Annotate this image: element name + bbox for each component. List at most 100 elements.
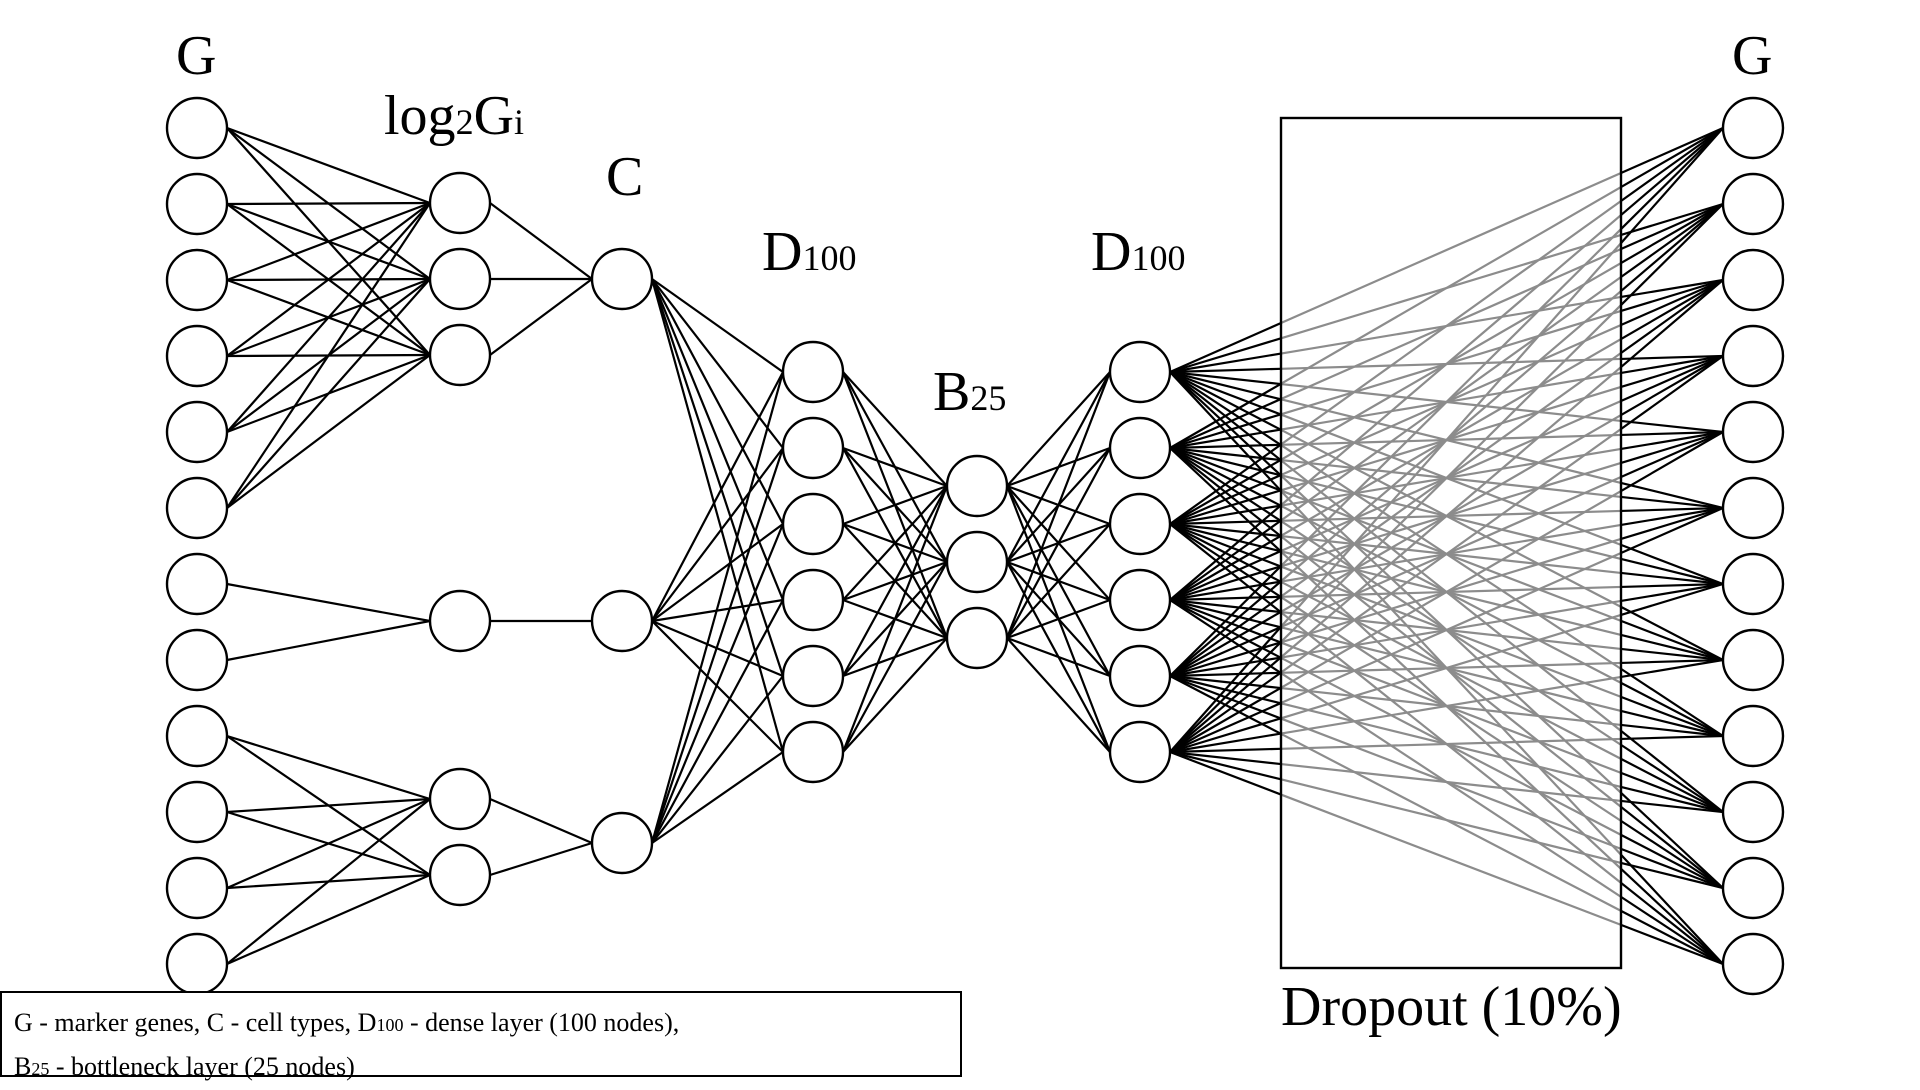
edge-input-log <box>226 797 431 890</box>
dense2-node <box>1108 568 1172 632</box>
edge-c-dense1 <box>650 523 785 844</box>
edge-log-c <box>489 202 593 280</box>
output-gene-node <box>1721 476 1785 540</box>
edge-dense2-output <box>1620 126 1724 175</box>
output-gene-node <box>1721 324 1785 388</box>
output-gene-node <box>1721 400 1785 464</box>
edge-dense2-output <box>1169 580 1282 677</box>
output-gene-node <box>1721 628 1785 692</box>
legend-line-1: G - marker genes, C - cell types, D100 -… <box>14 1008 680 1037</box>
edge-dropout <box>1280 295 1622 355</box>
edge-dense2-output <box>1169 747 1282 754</box>
edge-dense2-output <box>1620 202 1724 251</box>
edge-dense2-output <box>1620 881 1724 965</box>
edge-dense2-output <box>1620 667 1724 737</box>
edge-log-c <box>489 278 593 356</box>
edge-input-log <box>226 202 431 433</box>
edge-dense2-output <box>1169 550 1282 602</box>
edge-dense2-output <box>1620 709 1724 738</box>
edge-input-log <box>226 202 431 509</box>
edge-input-log <box>226 797 431 814</box>
edge-c-dense1 <box>651 751 784 844</box>
edge-dropout <box>1280 447 1622 507</box>
edge-dense2-output <box>1620 127 1724 230</box>
edge-input-log <box>226 798 431 965</box>
edge-c-dense1 <box>651 371 784 622</box>
input-gene-node <box>165 552 229 616</box>
dense1-node <box>781 644 845 708</box>
dense2-node <box>1108 720 1172 784</box>
edge-dense2-output <box>1169 598 1282 629</box>
edge-dropout <box>1280 610 1622 651</box>
edge-dense2-output <box>1169 626 1282 753</box>
edge-log-c <box>489 841 593 877</box>
edge-dense2-output <box>1169 428 1282 450</box>
dense1-node <box>781 568 845 632</box>
edge-c-dense1 <box>651 447 784 622</box>
edge-dense2-output <box>1169 641 1282 753</box>
edge-dense2-output <box>1620 506 1724 513</box>
output-gene-node <box>1721 172 1785 236</box>
input-gene-node <box>165 704 229 768</box>
edge-dropout <box>1280 504 1622 684</box>
edge-dense2-output <box>1620 582 1724 589</box>
edge-dropout <box>1280 474 1622 560</box>
edge-dense2-output <box>1620 495 1724 510</box>
edge-c-dense1 <box>650 278 785 677</box>
edge-dropout <box>1280 599 1622 659</box>
edge-input-log <box>226 734 431 801</box>
input-gene-node <box>165 400 229 464</box>
edge-dense2-output <box>1620 757 1724 813</box>
cell-type-node <box>590 247 654 311</box>
log-node <box>428 589 492 653</box>
log-node <box>428 767 492 831</box>
edge-dense2-output <box>1620 354 1724 375</box>
edge-c-dense1 <box>651 278 784 373</box>
edge-dense2-output <box>1169 474 1282 526</box>
edge-dense2-output <box>1169 750 1282 796</box>
edge-dropout <box>1280 371 1622 431</box>
edge-dense2-output <box>1620 203 1724 306</box>
dense1-node <box>781 340 845 404</box>
dense1-node <box>781 492 845 556</box>
edge-dense2-output <box>1620 430 1724 451</box>
edge-dense2-output <box>1620 279 1724 340</box>
edge-dropout <box>1280 304 1622 643</box>
edge-dense2-output <box>1169 610 1282 677</box>
edge-dense2-output <box>1169 565 1282 602</box>
edge-dropout <box>1280 778 1622 864</box>
edge-dense2-output <box>1620 923 1724 966</box>
edge-dense2-output <box>1620 868 1724 965</box>
input-gene-node <box>165 96 229 160</box>
edge-dropout <box>1280 509 1622 522</box>
edge-dense2-output <box>1620 895 1724 965</box>
dense1-node <box>781 416 845 480</box>
edge-dense2-output <box>1169 370 1282 386</box>
edge-dense2-output <box>1620 792 1724 889</box>
edge-c-dense1 <box>650 371 785 844</box>
log-node <box>428 323 492 387</box>
edge-dense1-bottleneck <box>842 561 948 753</box>
edge-dense2-output <box>1620 771 1724 814</box>
edge-dropout <box>1280 702 1622 788</box>
edge-dense2-output <box>1620 557 1724 586</box>
edge-dropout <box>1280 717 1622 850</box>
bottleneck-node <box>945 530 1009 594</box>
edge-dense2-output <box>1169 398 1282 450</box>
log-layer-label: log2Gi <box>384 85 524 147</box>
edge-input-log <box>226 582 431 623</box>
legend-box: G - marker genes, C - cell types, D100 -… <box>0 991 962 1081</box>
edge-dropout <box>1280 489 1622 622</box>
input-gene-node <box>165 780 229 844</box>
edge-dropout <box>1280 656 1622 836</box>
edge-dense2-output <box>1620 847 1724 890</box>
edge-dense2-output <box>1620 203 1724 278</box>
edge-dense2-output <box>1620 619 1724 662</box>
edge-c-dense1 <box>651 599 784 844</box>
edge-dense2-output <box>1620 506 1724 555</box>
dense1-layer-label: D100 <box>762 221 856 283</box>
edge-dense2-output <box>1169 565 1282 677</box>
edge-dense2-output <box>1169 717 1282 754</box>
edge-dropout <box>1280 458 1622 499</box>
